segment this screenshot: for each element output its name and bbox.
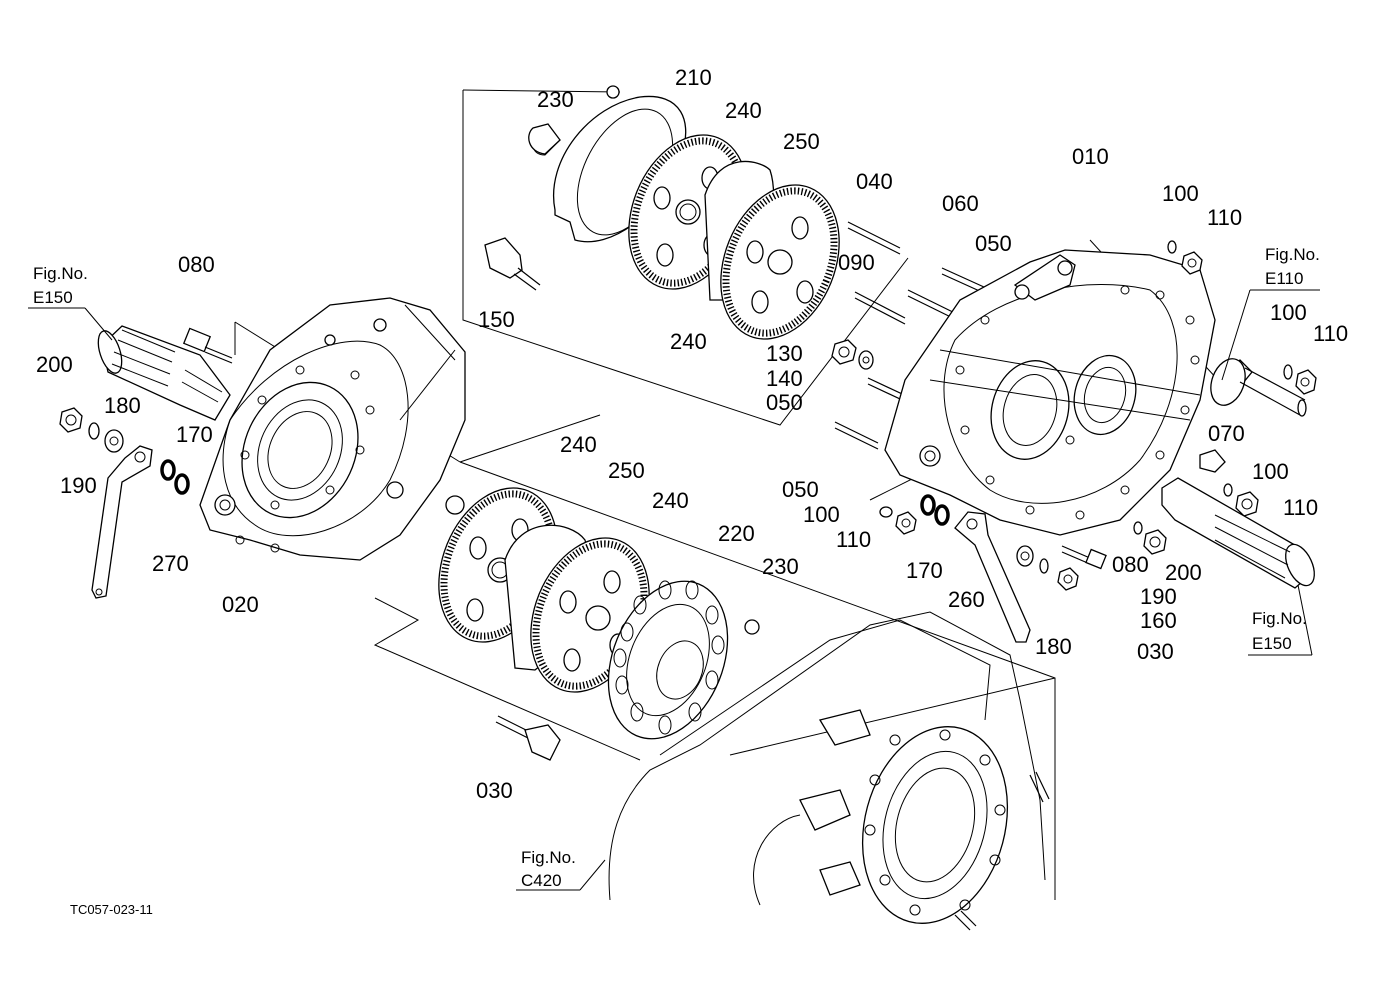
part-label: 100 xyxy=(1252,459,1289,484)
part-label: 090 xyxy=(838,250,875,275)
part-label: 160 xyxy=(1140,608,1177,633)
clutch-case-010 xyxy=(884,249,1216,536)
fig-ref-label: Fig.No. xyxy=(33,264,88,283)
part-label: 050 xyxy=(975,231,1012,256)
transmission-case xyxy=(608,611,1050,931)
part-label: 170 xyxy=(176,422,213,447)
part-labels: 210 230 240 250 040 060 050 090 010 100 … xyxy=(36,65,1348,803)
upper-clutch-pack xyxy=(628,134,840,340)
part-label: 180 xyxy=(104,393,141,418)
part-label: 230 xyxy=(762,554,799,579)
bolt-080-left xyxy=(182,327,233,364)
part-label: 240 xyxy=(670,329,707,354)
part-label: 210 xyxy=(675,65,712,90)
pin-160 xyxy=(495,715,561,761)
part-label: 010 xyxy=(1072,144,1109,169)
fig-ref-number: E150 xyxy=(1252,634,1292,653)
part-label: 200 xyxy=(1165,560,1202,585)
housing-020 xyxy=(199,297,466,561)
part-label: 250 xyxy=(608,458,645,483)
part-label: 050 xyxy=(782,477,819,502)
part-label: 240 xyxy=(725,98,762,123)
part-label: 110 xyxy=(1207,205,1242,230)
nut-130-washer-140 xyxy=(831,339,874,370)
part-label: 130 xyxy=(766,341,803,366)
document-id: TC057-023-11 xyxy=(70,902,153,917)
part-label: 250 xyxy=(783,129,820,154)
part-label: 110 xyxy=(1283,495,1318,520)
part-label: 240 xyxy=(652,488,689,513)
o-rings-170-right xyxy=(920,494,950,526)
fig-ref-c420: Fig.No. C420 xyxy=(516,848,606,891)
fig-ref-number: C420 xyxy=(521,871,562,890)
part-label: 100 xyxy=(1162,181,1199,206)
part-label: 070 xyxy=(1208,421,1245,446)
part-label: 110 xyxy=(836,527,871,552)
part-label: 260 xyxy=(948,587,985,612)
part-label: 030 xyxy=(476,778,513,803)
lower-clutch-pack xyxy=(438,487,760,740)
left-hardware xyxy=(59,407,190,495)
fig-ref-number: E150 xyxy=(33,288,73,307)
part-label: 150 xyxy=(478,307,515,332)
part-label: 200 xyxy=(36,352,73,377)
right-input-shaft xyxy=(1161,477,1315,589)
shaft-070 xyxy=(1210,358,1307,417)
pin-150 xyxy=(484,237,541,291)
part-label: 050 xyxy=(766,390,803,415)
fig-ref-e150-left: Fig.No. E150 xyxy=(28,264,113,341)
fig-ref-number: E110 xyxy=(1265,269,1303,288)
part-label: 100 xyxy=(803,502,840,527)
part-label: 190 xyxy=(60,473,97,498)
fig-ref-e150-right: Fig.No. E150 xyxy=(1248,584,1313,656)
part-label: 080 xyxy=(178,252,215,277)
part-label: 020 xyxy=(222,592,259,617)
part-label: 270 xyxy=(152,551,189,576)
part-label: 040 xyxy=(856,169,893,194)
bolt-080-right xyxy=(1061,545,1107,570)
right-hardware xyxy=(879,240,1317,555)
part-label: 060 xyxy=(942,191,979,216)
part-label: 100 xyxy=(1270,300,1307,325)
part-label: 140 xyxy=(766,366,803,391)
fig-ref-label: Fig.No. xyxy=(1252,609,1307,628)
lever-260 xyxy=(954,511,1079,643)
part-label: 240 xyxy=(560,432,597,457)
part-label: 230 xyxy=(537,87,574,112)
part-label: 170 xyxy=(906,558,943,583)
part-label: 180 xyxy=(1035,634,1072,659)
fig-ref-label: Fig.No. xyxy=(521,848,576,867)
part-label: 110 xyxy=(1313,321,1348,346)
fig-ref-e110: Fig.No. E110 xyxy=(1221,245,1320,381)
left-input-shaft xyxy=(97,325,231,421)
part-label: 190 xyxy=(1140,584,1177,609)
part-label: 030 xyxy=(1137,639,1174,664)
fig-ref-label: Fig.No. xyxy=(1265,245,1320,264)
part-label: 080 xyxy=(1112,552,1149,577)
part-label: 220 xyxy=(718,521,755,546)
lever-270 xyxy=(91,445,153,599)
